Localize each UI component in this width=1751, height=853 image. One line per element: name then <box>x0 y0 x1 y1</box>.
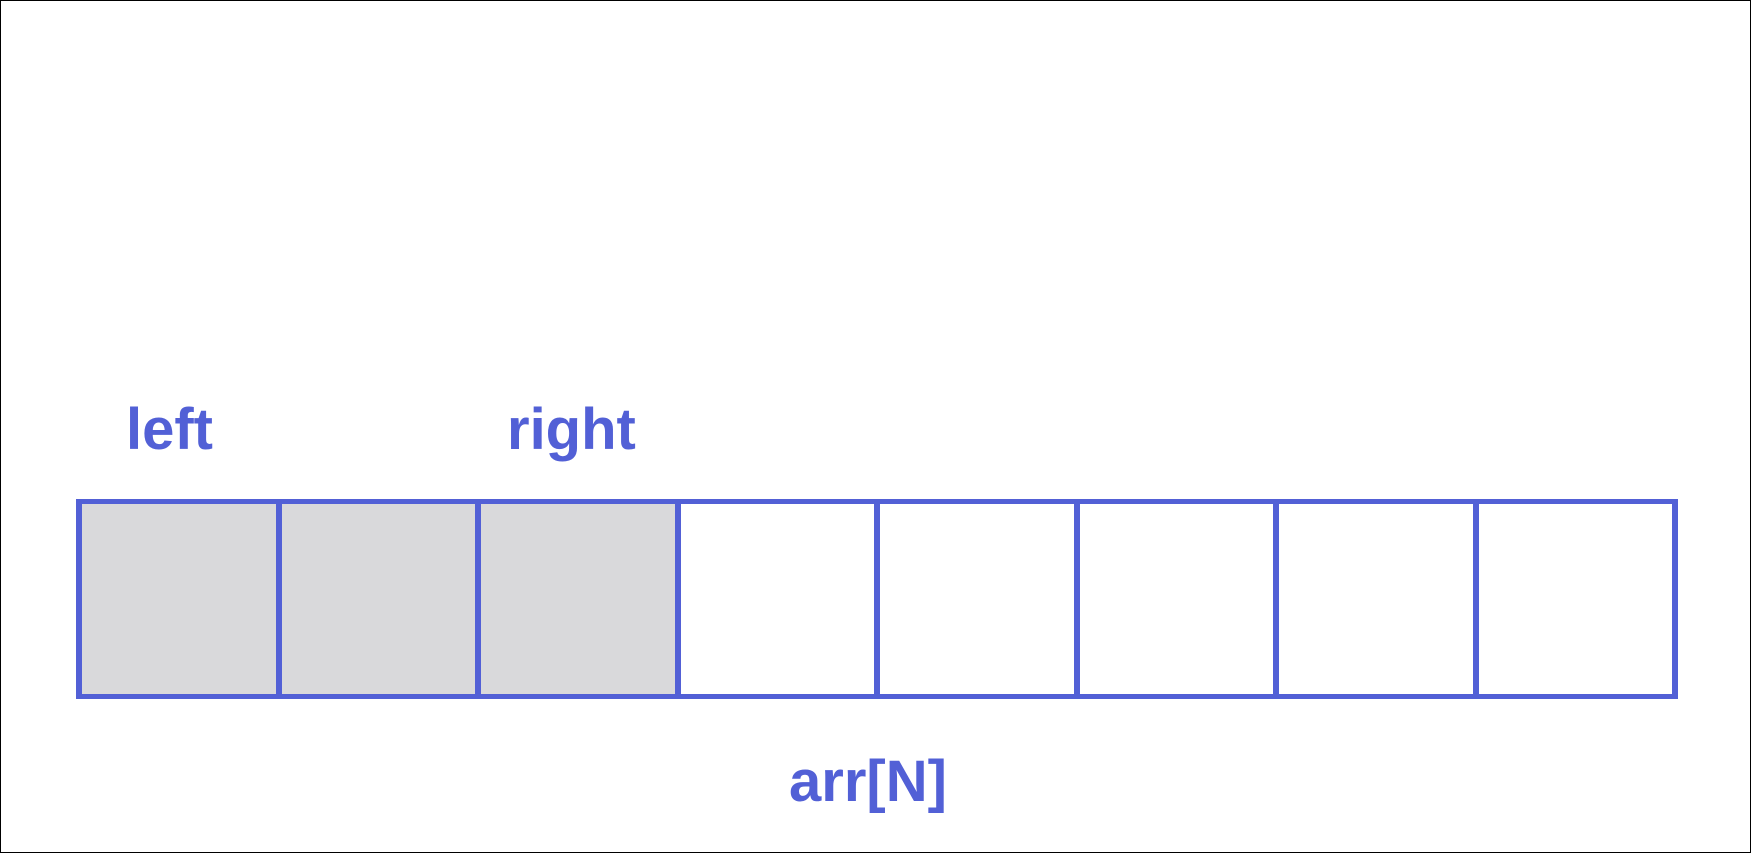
array-cell-1 <box>275 499 475 699</box>
array-cell-4 <box>874 499 1074 699</box>
array-cell-2 <box>475 499 675 699</box>
array-cells <box>76 499 1678 699</box>
array-cell-5 <box>1073 499 1273 699</box>
array-cell-3 <box>674 499 874 699</box>
array-cell-0 <box>76 499 276 699</box>
left-pointer-label: left <box>126 397 213 462</box>
array-label: arr[N] <box>789 749 947 814</box>
array-cell-7 <box>1472 499 1678 699</box>
right-pointer-label: right <box>507 397 636 462</box>
array-cell-6 <box>1273 499 1473 699</box>
